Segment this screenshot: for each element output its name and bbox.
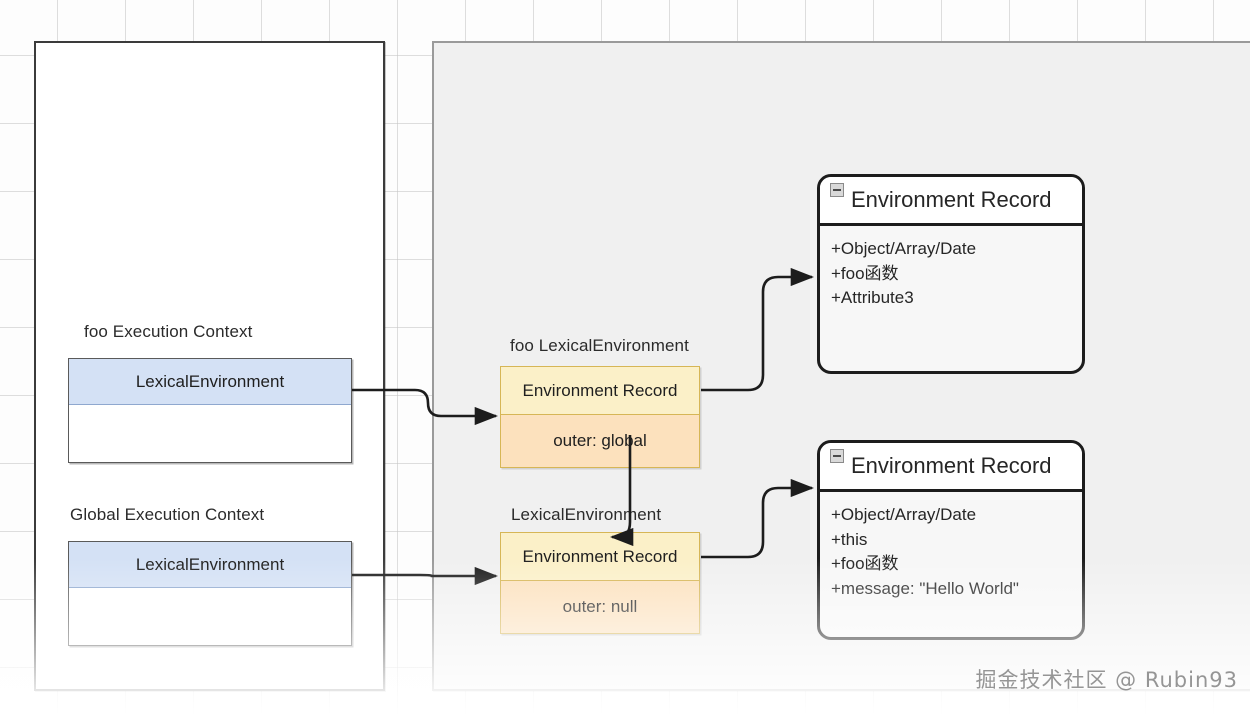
global-environment-record-title: Environment Record: [851, 453, 1052, 478]
foo-environment-record-header[interactable]: Environment Record: [820, 177, 1082, 226]
collapse-minus-icon[interactable]: [830, 449, 844, 463]
global-lexical-environment-box[interactable]: Environment Record outer: null: [500, 532, 700, 634]
foo-environment-record-attributes: +Object/Array/Date +foo函数 +Attribute3: [820, 226, 1082, 311]
attribute-row: +Object/Array/Date: [831, 505, 977, 524]
attribute-row: +message: "Hello World": [831, 578, 1019, 598]
attribute-row: +Object/Array/Date: [831, 239, 977, 258]
global-environment-record-object[interactable]: Environment Record +Object/Array/Date +t…: [817, 440, 1085, 640]
foo-execution-context-box[interactable]: LexicalEnvironment: [68, 358, 352, 463]
foo-lexical-environment-box[interactable]: Environment Record outer: global: [500, 366, 700, 468]
foo-execution-context-empty-slot: [69, 405, 351, 462]
foo-execution-context-caption: foo Execution Context: [84, 322, 253, 341]
foo-environment-record-object[interactable]: Environment Record +Object/Array/Date +f…: [817, 174, 1085, 374]
foo-outer-slot[interactable]: outer: global: [501, 415, 699, 467]
foo-environment-record-title: Environment Record: [851, 187, 1052, 212]
attribute-row: +foo函数: [831, 263, 899, 283]
global-lexical-environment-slot[interactable]: LexicalEnvironment: [69, 542, 351, 588]
global-outer-slot[interactable]: outer: null: [501, 581, 699, 633]
foo-lexical-environment-slot[interactable]: LexicalEnvironment: [69, 359, 351, 405]
global-execution-context-empty-slot: [69, 588, 351, 645]
global-execution-context-box[interactable]: LexicalEnvironment: [68, 541, 352, 646]
global-environment-record-slot[interactable]: Environment Record: [501, 533, 699, 581]
collapse-minus-icon[interactable]: [830, 183, 844, 197]
foo-environment-record-slot[interactable]: Environment Record: [501, 367, 699, 415]
global-environment-record-header[interactable]: Environment Record: [820, 443, 1082, 492]
attribute-row: +this: [831, 529, 868, 549]
attribute-row: +foo函数: [831, 554, 899, 574]
foo-lexical-environment-caption: foo LexicalEnvironment: [510, 336, 689, 355]
global-environment-record-attributes: +Object/Array/Date +this +foo函数 +message…: [820, 492, 1082, 602]
global-execution-context-caption: Global Execution Context: [70, 505, 265, 524]
global-lexical-environment-caption: LexicalEnvironment: [511, 505, 662, 524]
watermark: 掘金技术社区 @ Rubin93: [975, 668, 1238, 692]
attribute-row: +Attribute3: [831, 288, 914, 308]
